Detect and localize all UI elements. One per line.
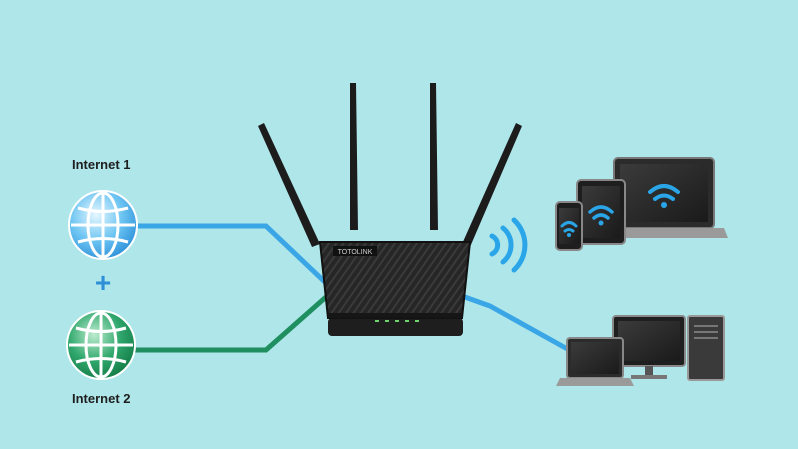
router-icon: TOTOLINK	[258, 83, 522, 336]
wired-devices	[556, 315, 725, 386]
internet-1-globe-icon	[68, 190, 138, 260]
connection-lines	[134, 223, 582, 359]
desktop-monitor-icon	[612, 315, 686, 379]
smartphone-icon	[555, 201, 583, 251]
wireless-devices	[555, 157, 728, 251]
tower-pc-icon	[687, 315, 725, 381]
internet-2-label: Internet 2	[72, 391, 131, 406]
antenna-1	[258, 123, 320, 247]
antenna-2	[350, 83, 358, 230]
internet-1-label: Internet 1	[72, 157, 131, 172]
laptop-wired-icon	[556, 337, 634, 386]
internet-2-globe-icon	[66, 310, 136, 380]
antenna-3	[430, 83, 438, 230]
tablet-icon	[576, 179, 626, 245]
link-internet-1	[136, 223, 328, 285]
link-wired-devices	[461, 293, 582, 359]
link-internet-2	[134, 295, 328, 353]
plus-sign: +	[95, 267, 111, 298]
router-wifi-icon	[489, 217, 528, 273]
router-brand-badge: TOTOLINK	[338, 249, 373, 256]
antenna-4	[462, 123, 522, 247]
laptop-icon	[600, 157, 728, 238]
